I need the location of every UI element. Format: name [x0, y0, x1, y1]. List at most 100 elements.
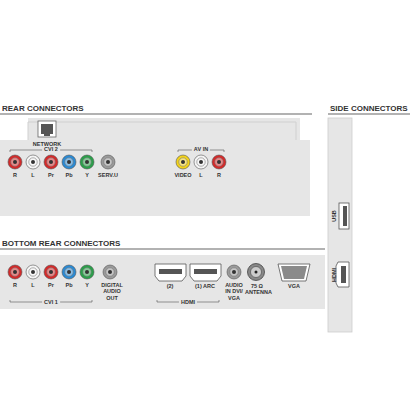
rca-jack — [47, 158, 55, 166]
rca-jack — [197, 158, 205, 166]
rca-jack — [108, 270, 112, 274]
connector-label: AV IN — [192, 146, 210, 152]
rca-jack — [47, 268, 55, 276]
rca-jack — [26, 265, 40, 279]
rca-jack — [181, 160, 185, 164]
connector-panel: REAR CONNECTORS — [2, 104, 312, 216]
rca-jack — [62, 155, 76, 169]
panel-edge — [28, 122, 296, 140]
antenna-jack — [251, 267, 262, 278]
rca-jack — [67, 270, 71, 274]
section-heading: BOTTOM REAR CONNECTORS — [2, 239, 120, 248]
rca-jack — [85, 160, 89, 164]
rca-jack — [106, 268, 114, 276]
antenna-jack — [255, 271, 258, 274]
rca-jack — [8, 265, 22, 279]
rca-jack — [232, 270, 236, 274]
connector-label: (2) — [167, 283, 174, 289]
heading-rule — [0, 248, 325, 250]
connector-label: VGA — [288, 283, 300, 289]
usb-port — [343, 206, 347, 226]
rca-jack — [199, 160, 203, 164]
connector-panel: SIDE CONNECTORS — [330, 104, 410, 332]
rca-jack — [227, 265, 241, 279]
rca-jack — [83, 158, 91, 166]
hdmi-port — [159, 269, 182, 274]
rca-jack — [212, 155, 226, 169]
vga-port — [278, 264, 310, 281]
rca-jack — [106, 160, 110, 164]
rear-panel — [0, 118, 310, 216]
rca-jack — [11, 268, 19, 276]
rca-jack — [13, 270, 17, 274]
rca-jack — [85, 270, 89, 274]
connector-label: DIGITAL AUDIO OUT — [97, 282, 127, 301]
rca-jack — [49, 270, 53, 274]
heading-rule — [328, 113, 410, 115]
rca-jack — [13, 160, 17, 164]
section-heading: REAR CONNECTORS — [2, 104, 84, 113]
rca-jack — [29, 268, 37, 276]
connector-label: 75 Ω ANTENNA — [245, 283, 269, 296]
rca-jack — [176, 155, 190, 169]
rca-jack — [44, 265, 58, 279]
rca-jack — [83, 268, 91, 276]
connector-label: Pb — [65, 282, 72, 288]
rca-jack — [67, 160, 71, 164]
rca-jack — [11, 158, 19, 166]
rca-jack — [215, 158, 223, 166]
connector-label: R — [217, 172, 221, 178]
connector-label: R — [13, 282, 17, 288]
connector-label: CVI 2 — [42, 146, 60, 152]
connector-label: AUDIO IN DVI/ VGA — [222, 282, 246, 301]
section-heading: SIDE CONNECTORS — [330, 104, 408, 113]
connector-label: SERV.U — [98, 172, 118, 178]
hdmi-port — [194, 269, 217, 274]
rca-jack — [8, 155, 22, 169]
rca-jack — [29, 158, 37, 166]
connector-label: Y — [85, 172, 89, 178]
network-jack — [41, 124, 53, 134]
bottom-panel — [0, 255, 325, 309]
network-jack — [44, 134, 50, 136]
connector-label: USB — [331, 210, 337, 222]
connector-label: Pb — [65, 172, 72, 178]
connector-label: Y — [85, 282, 89, 288]
rca-jack — [103, 265, 117, 279]
rca-jack — [62, 265, 76, 279]
rca-jack — [31, 160, 35, 164]
rca-jack — [65, 268, 73, 276]
connector-label: HDMI — [179, 299, 197, 305]
antenna-jack — [248, 264, 265, 281]
side-panel — [328, 118, 352, 332]
connector-label: L — [199, 172, 202, 178]
hdmi-port — [155, 264, 186, 281]
connector-label: R — [13, 172, 17, 178]
rca-jack — [101, 155, 115, 169]
connector-label: (1) ARC — [195, 283, 215, 289]
connector-label: Pr — [48, 172, 54, 178]
hdmi-port — [341, 266, 346, 283]
rca-jack — [65, 158, 73, 166]
rca-jack — [230, 268, 238, 276]
hdmi-port — [190, 264, 221, 281]
network-jack — [38, 121, 56, 137]
rca-jack — [80, 155, 94, 169]
connector-label: VIDEO — [174, 172, 191, 178]
rca-jack — [104, 158, 112, 166]
usb-port — [339, 203, 349, 229]
connector-label: HDMI — [331, 268, 337, 282]
connector-label: L — [31, 282, 34, 288]
connector-label: Pr — [48, 282, 54, 288]
hdmi-port — [336, 262, 349, 287]
rca-jack — [217, 160, 221, 164]
rca-jack — [31, 270, 35, 274]
rca-jack — [179, 158, 187, 166]
heading-rule — [0, 113, 312, 115]
rca-jack — [44, 155, 58, 169]
rca-jack — [49, 160, 53, 164]
connector-label: L — [31, 172, 34, 178]
rca-jack — [194, 155, 208, 169]
rca-jack — [26, 155, 40, 169]
